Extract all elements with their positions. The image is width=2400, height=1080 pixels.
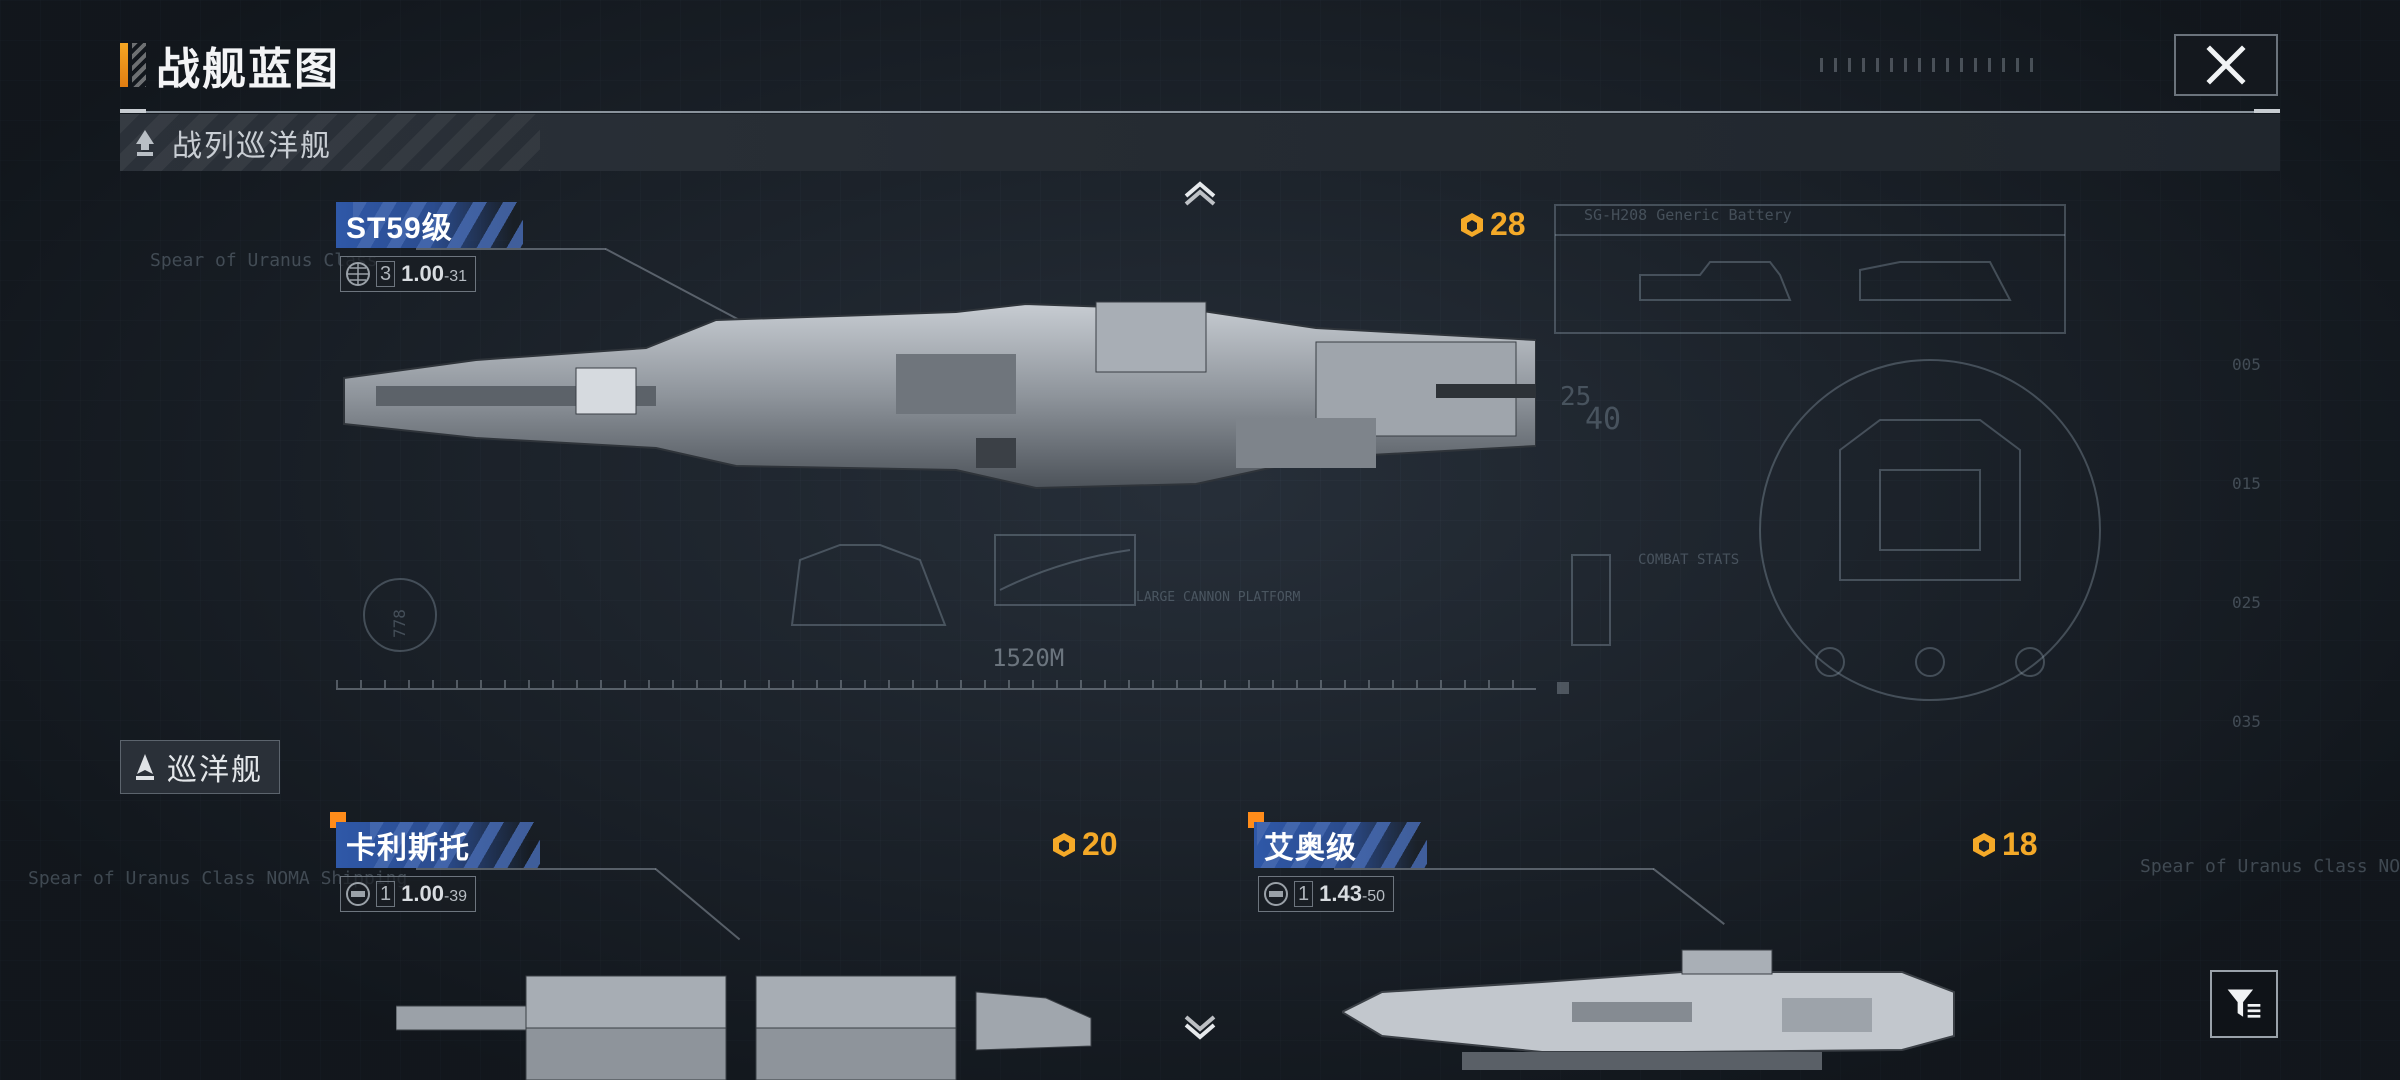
ship-cost: 20	[1050, 826, 1118, 863]
ship-stats: 3 1.00-31	[340, 256, 477, 292]
sub-category-label: 巡洋舰	[167, 754, 263, 787]
ship-image-st59	[343, 301, 1536, 490]
ship-leader-line	[1652, 868, 1725, 925]
scale-b-label: 40	[1585, 402, 1622, 437]
ship-cost-value: 18	[2002, 826, 2038, 862]
ship-cost-value: 20	[1082, 826, 1118, 862]
right-scale-mark: 035	[2232, 712, 2261, 731]
ship-cost: 28	[1458, 206, 1526, 243]
ship-leader-line	[416, 868, 656, 870]
cruiser-class-icon	[136, 754, 154, 780]
ship-leader-line	[1334, 868, 1654, 870]
battlecruiser-class-icon	[136, 129, 154, 156]
header-divider	[120, 109, 2280, 113]
ship-rating: 1.43-50	[1313, 881, 1393, 907]
right-scale-mark: 025	[2232, 593, 2261, 612]
ship-rating-suffix: -31	[443, 268, 468, 285]
name-tag-stripes	[370, 822, 540, 868]
sub-category-tab[interactable]: 巡洋舰	[120, 740, 280, 794]
ship-cost: 18	[1970, 826, 2038, 863]
chevron-up-icon[interactable]	[1182, 176, 1218, 206]
ship-name: 卡利斯托	[346, 832, 470, 865]
ship-count: 1	[376, 881, 396, 907]
name-tag-stripes	[352, 202, 523, 248]
category-label: 战列巡洋舰	[172, 129, 332, 163]
ship-count: 1	[1294, 881, 1314, 907]
ghost-text-1: Spear of Uranus Class	[150, 250, 378, 271]
header-deco-ticks	[1820, 58, 2040, 72]
length-scale-line	[336, 688, 1536, 690]
left-note: 778	[389, 609, 409, 638]
page-title: 战舰蓝图	[156, 45, 340, 94]
chevron-down-icon[interactable]	[1182, 1013, 1218, 1043]
name-tag-stripes	[1257, 822, 1427, 868]
ship-card-st59[interactable]: ST59级 3 1.00-31 28	[336, 202, 1536, 542]
ship-card-callisto[interactable]: 卡利斯托 1 1.00-39 20	[330, 812, 1118, 1080]
ship-rating-value: 1.00	[401, 881, 444, 906]
ship-leader-line	[416, 248, 606, 250]
ship-rating-value: 1.00	[401, 261, 444, 286]
ship-name-tag: ST59级	[336, 202, 523, 248]
ship-stats: 1 1.00-39	[340, 876, 477, 912]
blueprint-cost-icon	[1973, 832, 1995, 857]
ghost-text-3: Spear of Uranus Class NOMA Shipping	[2140, 856, 2400, 877]
ship-name-tag: 艾奥级	[1254, 822, 1427, 868]
target-icon	[1264, 882, 1288, 906]
page-header: 战舰蓝图	[120, 40, 340, 94]
blueprint-cost-icon	[1053, 832, 1075, 857]
category-bar-hatch	[120, 114, 540, 171]
ship-rating: 1.00-31	[395, 261, 475, 287]
title-accent-bar	[120, 43, 128, 87]
scale-a-label: 25	[1560, 382, 1592, 412]
length-label: 1520M	[992, 644, 1065, 672]
ship-count: 3	[376, 261, 396, 287]
battery-label: SG-H208 Generic Battery	[1584, 206, 1792, 224]
target-icon	[346, 882, 370, 906]
close-icon	[2206, 45, 2246, 85]
ship-rating: 1.00-39	[395, 881, 475, 907]
ship-card-io[interactable]: 艾奥级 1 1.43-50 18	[1248, 812, 2038, 1080]
filter-icon	[2227, 989, 2261, 1018]
right-scale-mark: 015	[2232, 474, 2261, 493]
right-scale: 005 015 025 035	[2232, 355, 2261, 731]
ship-image-callisto	[396, 975, 1092, 1080]
length-scale-ticks	[336, 680, 1536, 688]
title-accent-stripes	[132, 43, 146, 87]
ship-leader-line	[654, 868, 741, 941]
filter-button[interactable]	[2210, 970, 2278, 1038]
close-button[interactable]	[2174, 34, 2278, 96]
ship-image-io	[1342, 949, 1955, 1070]
ship-name: ST59级	[346, 212, 453, 245]
category-bar: 战列巡洋舰	[120, 114, 2280, 171]
right-scale-mark: 005	[2232, 355, 2261, 374]
combat-stats-label: COMBAT STATS	[1638, 552, 1740, 568]
platform-label: LARGE CANNON PLATFORM	[1136, 590, 1301, 605]
ship-stats: 1 1.43-50	[1258, 876, 1395, 912]
ghost-text-2: Spear of Uranus Class NOMA Shipping	[28, 868, 408, 889]
ship-rating-suffix: -50	[1361, 888, 1386, 905]
length-scale-end	[1557, 682, 1569, 694]
ship-rating-suffix: -39	[443, 888, 468, 905]
ship-rating-value: 1.43	[1319, 881, 1362, 906]
blueprint-cost-icon	[1461, 212, 1483, 237]
globe-icon	[346, 262, 370, 286]
ship-cost-value: 28	[1490, 206, 1526, 242]
ship-name-tag: 卡利斯托	[336, 822, 540, 868]
ship-name: 艾奥级	[1264, 832, 1357, 865]
